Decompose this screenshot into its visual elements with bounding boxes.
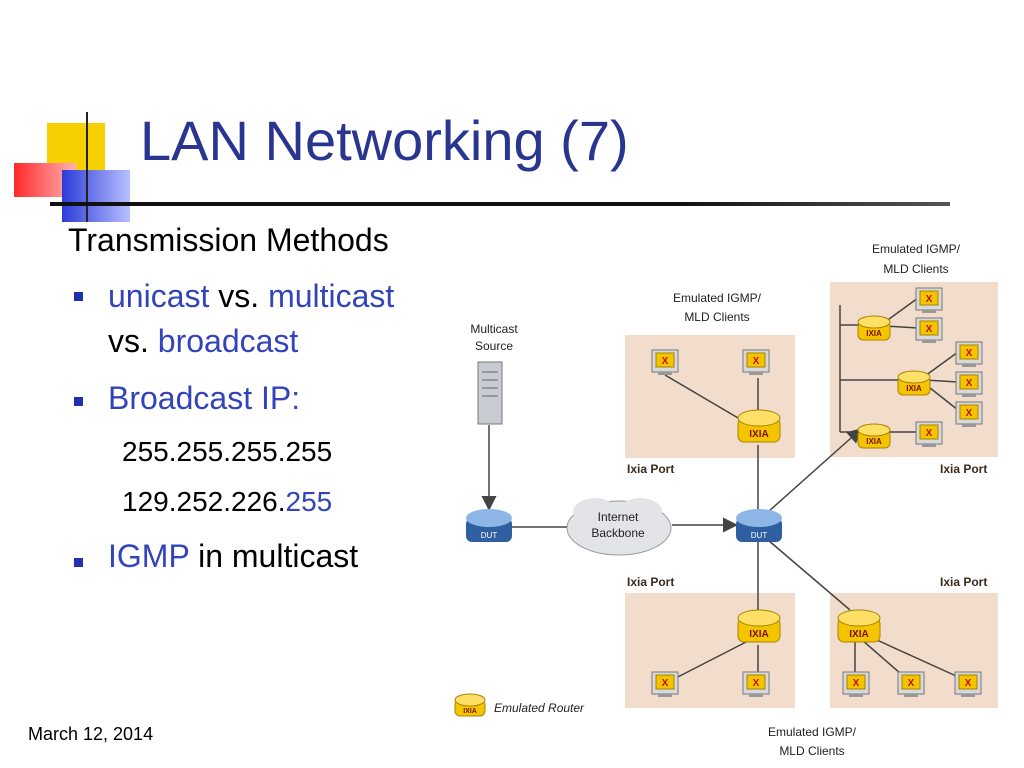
svg-text:IXIA: IXIA [906, 384, 922, 393]
term-igmp: IGMP [108, 538, 190, 574]
ixia-port-label: Ixia Port [627, 575, 674, 589]
client-computer-icon: X [954, 671, 982, 697]
clients-label-bottom-1: Emulated IGMP/ [768, 725, 857, 739]
clients-label-bottom-2: MLD Clients [779, 744, 844, 758]
svg-text:IXIA: IXIA [463, 708, 477, 715]
client-mark: X [853, 678, 860, 689]
bullet-broadcast-line: vs. broadcast [108, 323, 298, 360]
ip-suffix: 255 [285, 486, 333, 517]
svg-text:IXIA: IXIA [866, 329, 882, 338]
client-computer-icon: X [915, 421, 943, 447]
panel-top-right [830, 282, 998, 457]
dut-router-icon: DUT [466, 509, 512, 542]
title-underline [50, 202, 950, 206]
clients-label-top-middle-2: MLD Clients [684, 310, 749, 324]
ixia-router-icon: IXIA [837, 609, 881, 643]
clients-label-top-right-2: MLD Clients [883, 262, 948, 276]
bullet-marker [74, 558, 83, 567]
svg-text:DUT: DUT [481, 531, 498, 540]
svg-text:IXIA: IXIA [749, 429, 768, 440]
client-computer-icon: X [897, 671, 925, 697]
client-mark: X [966, 378, 973, 389]
client-mark: X [966, 348, 973, 359]
client-computer-icon: X [742, 671, 770, 697]
section-heading: Transmission Methods [68, 222, 389, 258]
client-computer-icon: X [842, 671, 870, 697]
multicast-source-label-1: Multicast [470, 322, 518, 336]
ip-broadcast-subnet: 129.252.226.255 [122, 486, 332, 518]
client-computer-icon: X [955, 401, 983, 427]
client-mark: X [926, 428, 933, 439]
logo-blue-square [62, 170, 130, 222]
client-mark: X [753, 356, 760, 367]
client-computer-icon: X [955, 371, 983, 397]
client-mark: X [908, 678, 915, 689]
logo-vertical-line [86, 112, 88, 222]
client-computer-icon: X [915, 317, 943, 343]
ip-prefix: 129.252.226. [122, 486, 286, 517]
client-computer-icon: X [742, 349, 770, 375]
bullet-unicast-multicast: unicast vs. multicast [108, 278, 394, 315]
svg-text:IXIA: IXIA [849, 629, 868, 640]
ixia-router-icon: IXIA [737, 609, 781, 643]
ixia-router-icon: IXIA [857, 315, 891, 341]
ip-broadcast-all: 255.255.255.255 [122, 436, 333, 467]
ixia-port-label: Ixia Port [940, 462, 987, 476]
text-vs: vs. [209, 278, 269, 314]
client-mark: X [662, 356, 669, 367]
term-unicast: unicast [108, 278, 210, 314]
ixia-router-icon: IXIA [857, 423, 891, 449]
svg-text:IXIA: IXIA [749, 629, 768, 640]
client-computer-icon: X [651, 349, 679, 375]
client-computer-icon: X [955, 341, 983, 367]
term-broadcast: broadcast [157, 323, 299, 359]
legend-label: Emulated Router [494, 701, 585, 715]
backbone-label-2: Backbone [591, 526, 645, 540]
client-mark: X [662, 678, 669, 689]
svg-text:IXIA: IXIA [866, 437, 882, 446]
client-mark: X [926, 324, 933, 335]
ixia-port-label: Ixia Port [940, 575, 987, 589]
slide-title: LAN Networking (7) [140, 109, 629, 172]
bullet-igmp: IGMP in multicast [108, 538, 358, 575]
clients-label-top-right-1: Emulated IGMP/ [872, 242, 961, 256]
slide-date: March 12, 2014 [28, 724, 154, 744]
bullet-marker [74, 397, 83, 406]
client-computers: X X X X X X X X X X X X X [651, 287, 983, 697]
bullet-broadcast-ip: Broadcast IP: [108, 380, 301, 416]
term-multicast: multicast [268, 278, 395, 314]
text-in-multicast: in multicast [189, 538, 359, 574]
legend-router-icon: IXIA [454, 693, 486, 717]
client-mark: X [753, 678, 760, 689]
server-icon [477, 361, 503, 425]
cloud-icon [566, 498, 672, 556]
dut-router-icon: DUT [736, 509, 782, 542]
client-mark: X [926, 294, 933, 305]
clients-label-top-middle-1: Emulated IGMP/ [673, 291, 762, 305]
multicast-source-label-2: Source [475, 339, 513, 353]
text-vs-2: vs. [108, 323, 158, 359]
client-mark: X [966, 408, 973, 419]
client-computer-icon: X [651, 671, 679, 697]
svg-text:DUT: DUT [751, 531, 768, 540]
bullet-marker [74, 292, 83, 301]
client-computer-icon: X [915, 287, 943, 313]
backbone-label-1: Internet [598, 510, 639, 524]
ixia-router-icon: IXIA [737, 409, 781, 443]
ixia-router-icon: IXIA [897, 370, 931, 396]
ixia-port-label: Ixia Port [627, 462, 674, 476]
client-mark: X [965, 678, 972, 689]
